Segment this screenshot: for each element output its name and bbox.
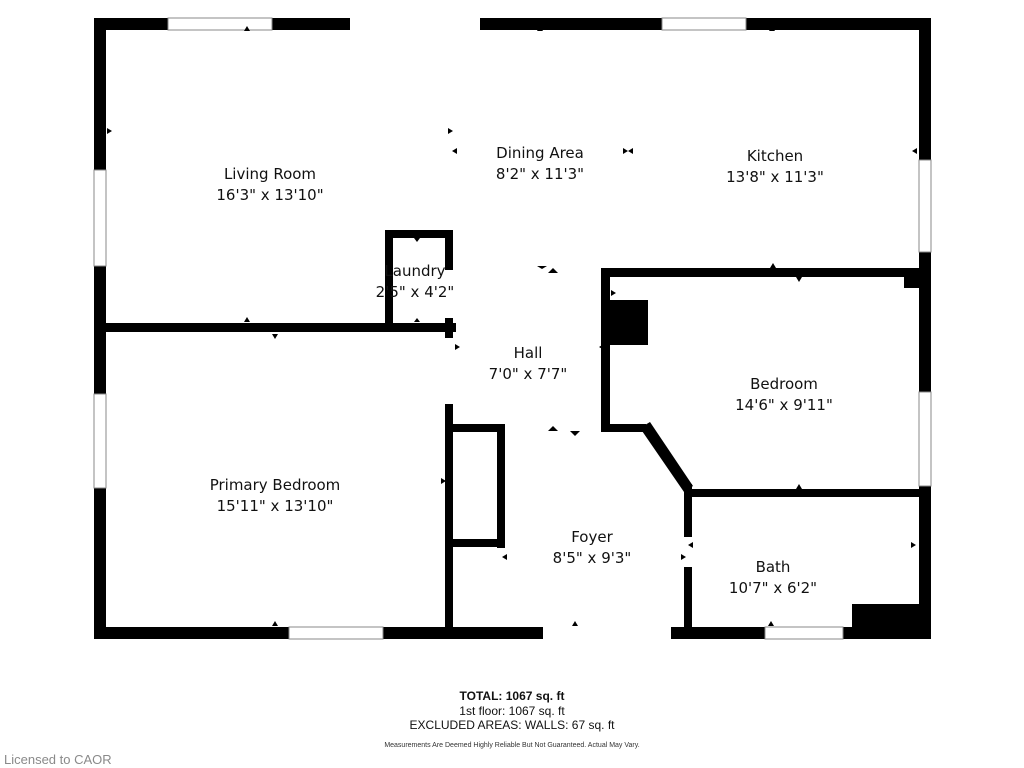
room-living-name: Living Room [224,165,316,183]
room-bedroom-dims: 14'6" x 9'11" [735,396,833,414]
excluded-areas: EXCLUDED AREAS: WALLS: 67 sq. ft [409,718,615,732]
room-hall-name: Hall [514,344,543,362]
openings [350,17,671,640]
room-hall-dims: 7'0" x 7'7" [489,365,568,383]
room-laundry: Laundry 2'5" x 4'2" [376,262,455,301]
room-bath-dims: 10'7" x 6'2" [729,579,817,597]
dimension-markers [107,26,917,626]
room-foyer-dims: 8'5" x 9'3" [553,549,632,567]
license-watermark: Licensed to CAOR [4,752,112,767]
room-laundry-dims: 2'5" x 4'2" [376,283,455,301]
total-area: TOTAL: 1067 sq. ft [459,689,565,703]
room-bath-name: Bath [756,558,791,576]
room-laundry-name: Laundry [384,262,445,280]
room-bedroom: Bedroom 14'6" x 9'11" [735,375,833,414]
room-dining-name: Dining Area [496,144,584,162]
room-living: Living Room 16'3" x 13'10" [216,165,323,204]
room-dining-dims: 8'2" x 11'3" [496,165,584,183]
windows [93,17,932,640]
room-primary-bedroom: Primary Bedroom 15'11" x 13'10" [210,476,341,515]
room-kitchen-dims: 13'8" x 11'3" [726,168,824,186]
interior-walls [94,230,931,639]
room-kitchen-name: Kitchen [747,147,803,165]
room-foyer: Foyer 8'5" x 9'3" [553,528,632,567]
disclaimer-text: Measurements Are Deemed Highly Reliable … [384,742,640,749]
room-dining: Dining Area 8'2" x 11'3" [496,144,584,183]
room-primary-dims: 15'11" x 13'10" [217,497,334,515]
room-hall: Hall 7'0" x 7'7" [489,344,568,383]
room-living-dims: 16'3" x 13'10" [216,186,323,204]
floor-area: 1st floor: 1067 sq. ft [459,704,565,718]
room-foyer-name: Foyer [571,528,613,546]
room-kitchen: Kitchen 13'8" x 11'3" [726,147,824,186]
room-bath: Bath 10'7" x 6'2" [729,558,817,597]
room-primary-name: Primary Bedroom [210,476,341,494]
room-bedroom-name: Bedroom [750,375,818,393]
